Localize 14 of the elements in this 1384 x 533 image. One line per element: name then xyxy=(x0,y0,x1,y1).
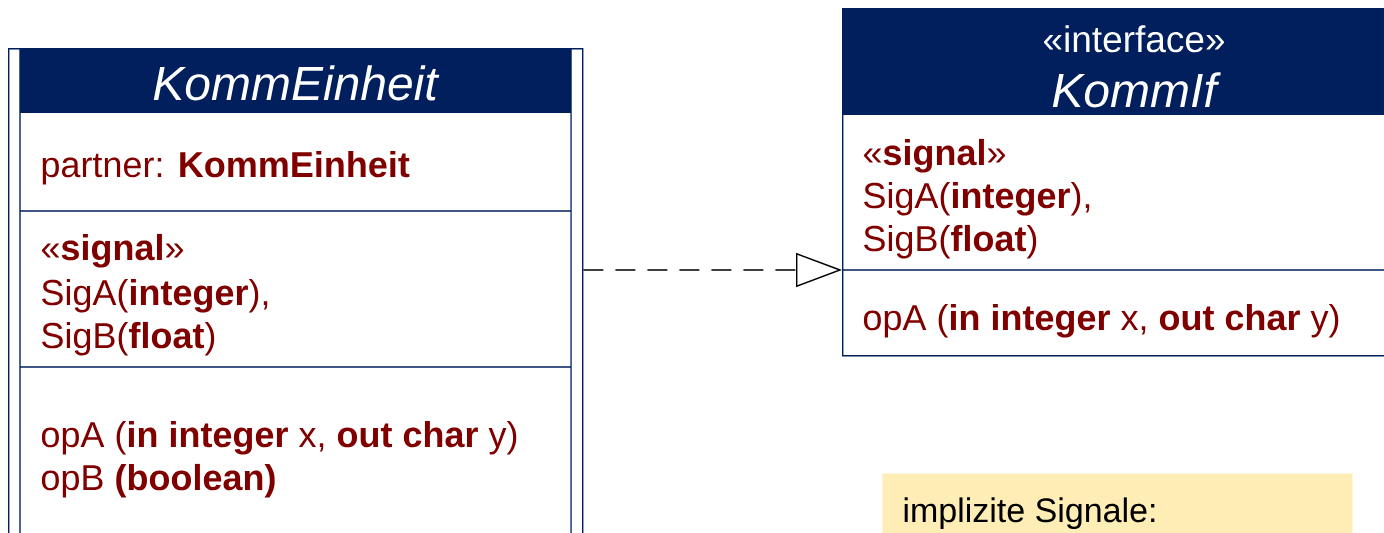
stereotype-label: «interface» xyxy=(1044,25,1224,53)
member-text: SigA(integer), xyxy=(42,278,268,313)
class-name: KommEinheit xyxy=(153,65,440,101)
member-text: opA (in integer x, out char y) xyxy=(863,303,1339,338)
member-text: opB (boolean) xyxy=(41,463,275,498)
member-text: SigA(integer), xyxy=(864,181,1090,216)
member-text: «signal» xyxy=(41,233,184,268)
member-text: opA (in integer x, out char y) xyxy=(41,420,517,455)
member-text: partner: KommEinheit xyxy=(42,150,410,185)
class-name: KommIf xyxy=(1052,72,1221,108)
member-text: SigB(float) xyxy=(864,224,1037,259)
note-text: implizite Signale: xyxy=(904,497,1155,530)
member-text: «signal» xyxy=(863,138,1006,173)
member-text: SigB(float) xyxy=(42,321,215,356)
